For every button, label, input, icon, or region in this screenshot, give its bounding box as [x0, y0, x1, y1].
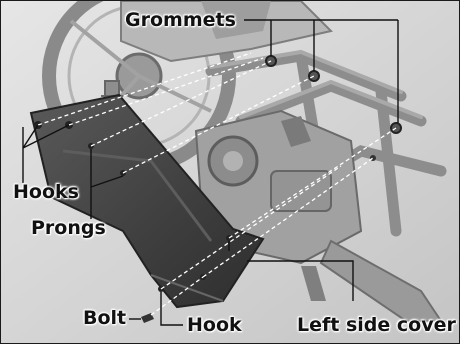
- label-hooks: Hooks: [13, 181, 79, 203]
- label-prongs: Prongs: [31, 217, 106, 239]
- label-hook: Hook: [187, 314, 242, 336]
- grommet-2: [309, 71, 319, 81]
- label-grommets: Grommets: [125, 9, 236, 31]
- label-bolt: Bolt: [83, 307, 126, 329]
- label-left-side-cover: Left side cover: [297, 314, 456, 336]
